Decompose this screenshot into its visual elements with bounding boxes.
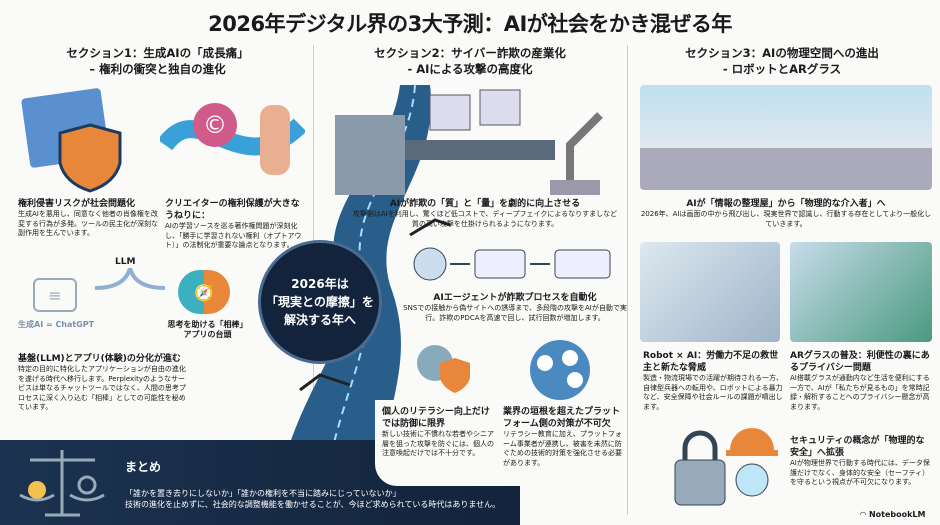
svg-text:©: © [203,111,227,139]
deepfake-shield-illustration [21,88,122,193]
column-divider [627,45,628,515]
copyright-ribbon-illustration: © [160,103,305,175]
s2-item3: 個人のリテラシー向上だけでは防御に限界新しい技術に不慣れな若者やシニア層を狙った… [382,407,494,457]
llm-label: LLM [115,257,136,267]
section3-header: セクション3：AIの物理空間への進出 - ロボットとARグラス [632,45,932,77]
section2-header: セクション2：サイバー詐欺の産業化 - AIによる攻撃の高度化 [320,45,620,77]
robot-worker-illustration [640,242,780,342]
center-line1: 2026年は [291,277,349,291]
section2-subheading: - AIによる攻撃の高度化 [407,62,533,76]
ar-glasses-illustration [790,242,932,342]
s1-item1: 権利侵害リスクが社会問題化生成AIを悪用し、同意なく他者の肖像権を改変する行為が… [18,199,158,237]
s3-item2: Robot × AI：労働力不足の救世主と新たな脅威製造・物流現場での活躍が期待… [643,351,783,411]
chatgpt-label: 生成AI = ChatGPT [18,320,95,329]
page-title: 2026年デジタル界の3大予測：AIが社会をかき混ぜる年 [208,12,732,36]
center-message: 2026年は 「現実との摩擦」を 解決する年へ [258,240,382,364]
section1-heading: セクション1：生成AIの「成長痛」 [66,46,249,60]
section2-heading: セクション2：サイバー詐欺の産業化 [374,46,566,60]
center-line3: 解決する年へ [283,313,356,327]
brand-label: NotebookLM [868,510,926,519]
summary-line2: 技術の進化を止めずに、社会的な調整機能を働かせることが、今ほど求められている時代… [125,500,501,509]
s1-item3: 基盤(LLM)とアプリ(体験)の分化が進む特定の目的に特化したアプリケーションが… [18,354,186,411]
lock-helmet-icon [674,428,778,506]
section1-header: セクション1：生成AIの「成長痛」 – 権利の衝突と独自の進化 [10,45,305,77]
section1-subheading: – 権利の衝突と独自の進化 [89,62,226,76]
s1-item2: クリエイターの権利保護が大きなうねりに：AIの学習ソースを巡る著作権問題が深刻化… [165,199,302,249]
summary-line1: 「誰かを置き去りにしないか」「誰かの権利を不当に踏みにじっていないか」 [125,489,401,498]
fraud-factory-illustration [335,89,603,195]
center-line2: 「現実との摩擦」を [266,295,374,309]
s2-item4: 業界の垣根を超えたプラットフォーム側の対策が不可欠リテラシー教育に加え、プラット… [503,407,622,467]
chat-bubble-icon: ≡ [33,278,77,312]
brain-compass-icon: 🧭 [178,270,230,314]
agent-chat-flow-icon [413,247,611,281]
city-robot-illustration [640,85,932,190]
summary-title: まとめ [125,460,162,474]
section3-subheading: - ロボットとARグラス [722,62,842,76]
s2-item1: AIが詐欺の「質」と「量」を劇的に向上させる攻撃側はAIを利用し、驚くほど低コス… [352,199,618,228]
partner-app-label: 思考を助ける「相棒」アプリの台頭 [167,320,248,339]
section3-heading: セクション3：AIの物理空間への進出 [685,46,879,60]
s2-bottom-panel [375,400,627,486]
branch-arrows-icon [94,268,166,290]
notebooklm-brand: ◠ NotebookLM [860,510,926,519]
shield-platform-icons [417,340,590,400]
scales-icon [19,450,105,517]
